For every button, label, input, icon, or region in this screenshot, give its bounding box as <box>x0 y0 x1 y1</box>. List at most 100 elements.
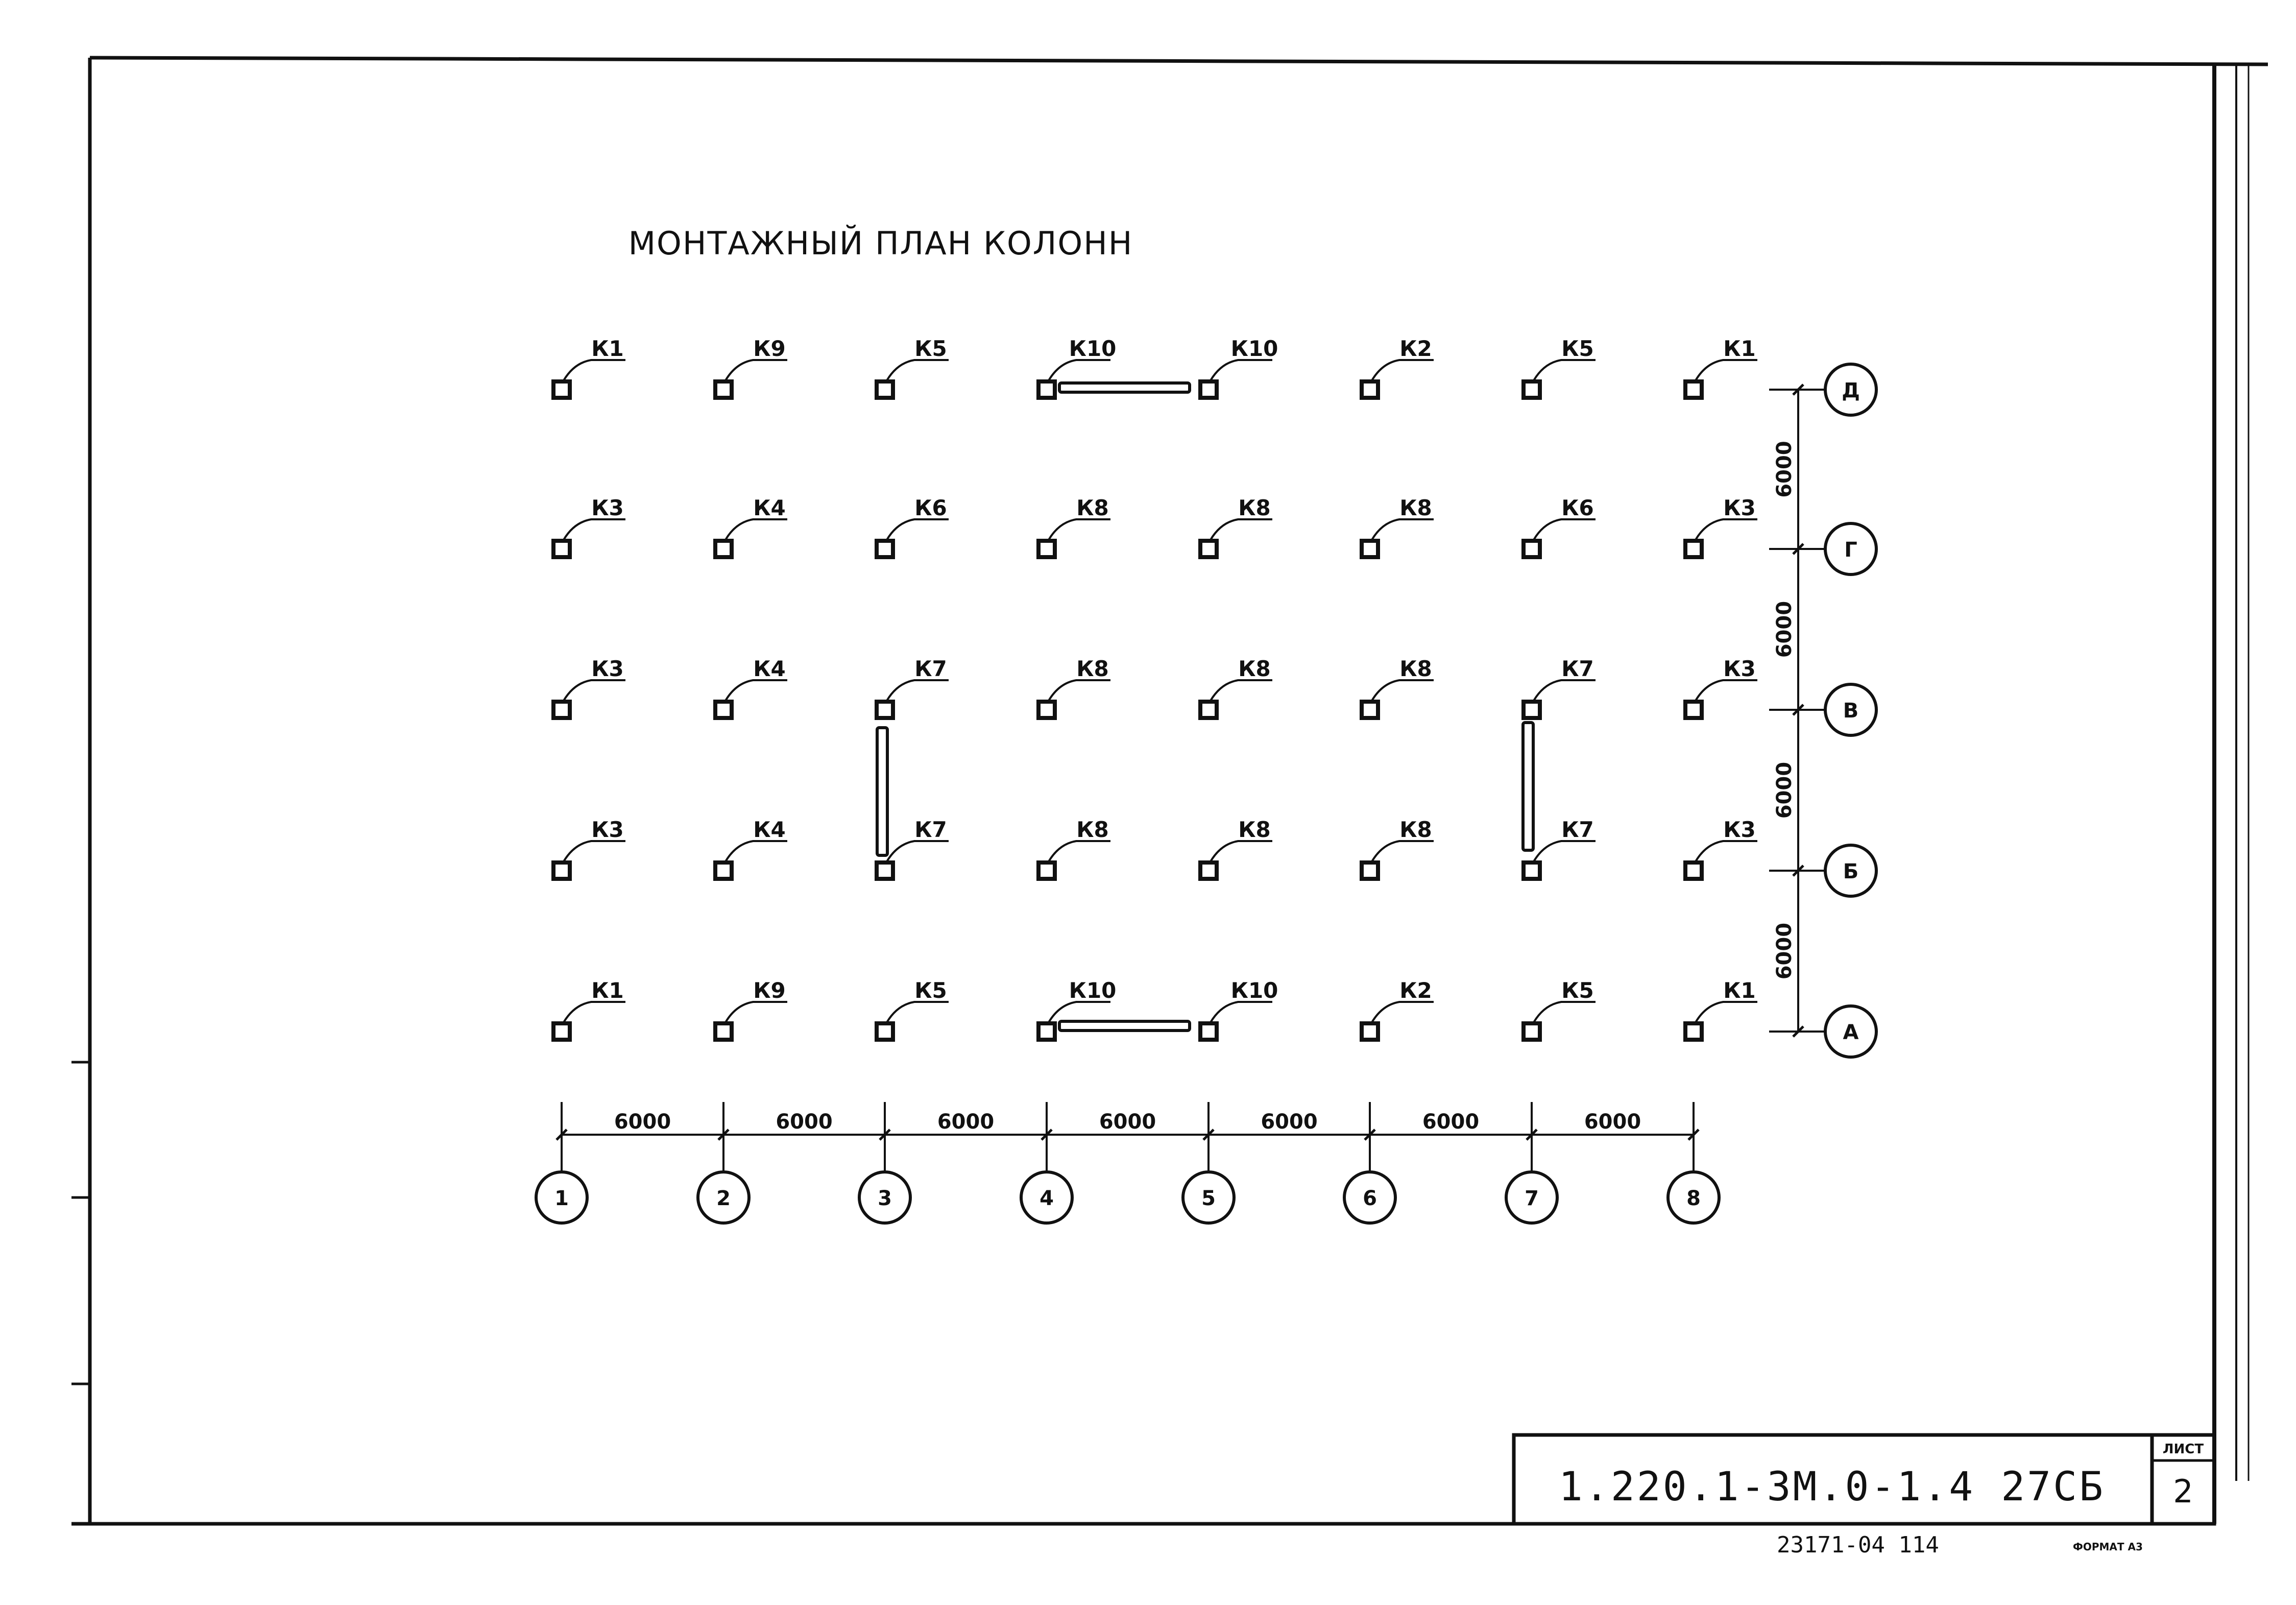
mark-leader <box>1048 840 1110 863</box>
column-mark-label: К10 <box>1069 336 1117 361</box>
row-axis-label: Б <box>1843 860 1859 883</box>
dimension-tick <box>1792 704 1804 716</box>
column-mark-label: К5 <box>914 978 947 1003</box>
column-square <box>1036 860 1057 881</box>
column-square <box>1360 379 1380 400</box>
column-axis-label: 5 <box>1201 1187 1216 1210</box>
column-mark-label: К3 <box>591 817 624 842</box>
bay-dimension-label: 6000 <box>1099 1110 1156 1134</box>
mark-leader <box>1533 1001 1596 1023</box>
column-square <box>1036 700 1057 720</box>
span-dimension-label: 6000 <box>1773 923 1796 979</box>
mark-leader <box>1695 679 1757 702</box>
column-axis-label: 6 <box>1363 1187 1377 1210</box>
beam-axis-7 <box>1521 721 1535 852</box>
dimension-tick <box>1792 384 1804 396</box>
column-mark-label: К7 <box>1561 817 1594 842</box>
column-square <box>1360 539 1380 559</box>
sheet-number: 2 <box>2173 1473 2193 1510</box>
mark-leader <box>724 840 787 863</box>
column-mark-label: К7 <box>1561 656 1594 681</box>
column-mark-label: К3 <box>1723 495 1756 520</box>
column-mark-label: К3 <box>1723 817 1756 842</box>
mark-leader <box>1210 518 1272 541</box>
span-dimension-label: 6000 <box>1773 601 1796 658</box>
column-axis-bubble <box>696 1170 751 1225</box>
column-mark-label: К4 <box>753 656 786 681</box>
mark-leader <box>1533 518 1596 541</box>
column-mark-label: К1 <box>591 336 624 361</box>
mark-leader <box>563 1001 625 1023</box>
column-mark-label: К3 <box>591 495 624 520</box>
sheet-frame <box>71 56 2268 1526</box>
mark-leader <box>724 518 787 541</box>
mark-leader <box>1210 359 1272 381</box>
column-axis-label: 8 <box>1686 1187 1701 1210</box>
mark-leader <box>1210 840 1272 863</box>
row-axis-bubble <box>1824 522 1878 576</box>
column-square <box>551 700 572 720</box>
dimension-tick <box>717 1129 730 1141</box>
mark-leader <box>1048 679 1110 702</box>
column-mark-label: К5 <box>1561 978 1594 1003</box>
column-square <box>1521 700 1542 720</box>
mark-leader <box>563 518 625 541</box>
dimension-tick <box>1687 1129 1700 1141</box>
dimension-tick <box>1041 1129 1053 1141</box>
column-axis-bubble <box>535 1170 589 1225</box>
row-axis-bubble <box>1824 1004 1878 1059</box>
column-square <box>1036 379 1057 400</box>
beam-axis-3 <box>876 726 889 857</box>
mark-leader <box>1048 359 1110 381</box>
column-axis-label: 1 <box>554 1187 569 1210</box>
column-square <box>1360 1021 1380 1042</box>
bay-dimension-label: 6000 <box>937 1110 994 1134</box>
column-mark-label: К2 <box>1399 978 1432 1003</box>
column-square <box>875 539 895 559</box>
column-mark-label: К8 <box>1399 656 1432 681</box>
column-square <box>551 379 572 400</box>
row-axis-bubble <box>1824 844 1878 898</box>
column-mark-label: К8 <box>1399 817 1432 842</box>
row-axis-label: В <box>1843 699 1859 723</box>
mark-leader <box>1371 1001 1434 1023</box>
dimension-tick <box>1364 1129 1376 1141</box>
column-square <box>1198 1021 1219 1042</box>
bay-dimension-label: 6000 <box>1584 1110 1641 1134</box>
column-square <box>1198 379 1219 400</box>
column-mark-label: К8 <box>1076 817 1109 842</box>
inventory-number: 23171-04 114 <box>1777 1532 1939 1558</box>
span-dimension-label: 6000 <box>1773 762 1796 819</box>
dimension-tick <box>555 1129 568 1141</box>
mark-leader <box>1210 1001 1272 1023</box>
column-square <box>1360 860 1380 881</box>
column-mark-label: К10 <box>1231 978 1278 1003</box>
column-axis-bubble <box>1505 1170 1559 1225</box>
mark-leader <box>1048 518 1110 541</box>
column-square <box>551 860 572 881</box>
column-square <box>1198 539 1219 559</box>
row-axis-label: А <box>1843 1021 1859 1044</box>
mark-leader <box>1371 518 1434 541</box>
mark-leader <box>563 679 625 702</box>
column-square <box>551 539 572 559</box>
column-square <box>1036 539 1057 559</box>
column-square <box>1521 379 1542 400</box>
column-mark-label: К6 <box>914 495 947 520</box>
document-code: 1.220.1-3М.0-1.4 27СБ <box>1559 1464 2105 1510</box>
sheet-format: ФОРМАТ А3 <box>2073 1541 2143 1553</box>
column-mark-label: К10 <box>1069 978 1117 1003</box>
beam-bottom <box>1058 1020 1191 1032</box>
column-square <box>713 1021 734 1042</box>
column-square <box>1198 860 1219 881</box>
mark-leader <box>1533 679 1596 702</box>
mark-leader <box>886 359 949 381</box>
mark-leader <box>886 679 949 702</box>
column-square <box>713 700 734 720</box>
dimension-tick <box>1202 1129 1215 1141</box>
column-mark-label: К8 <box>1076 656 1109 681</box>
